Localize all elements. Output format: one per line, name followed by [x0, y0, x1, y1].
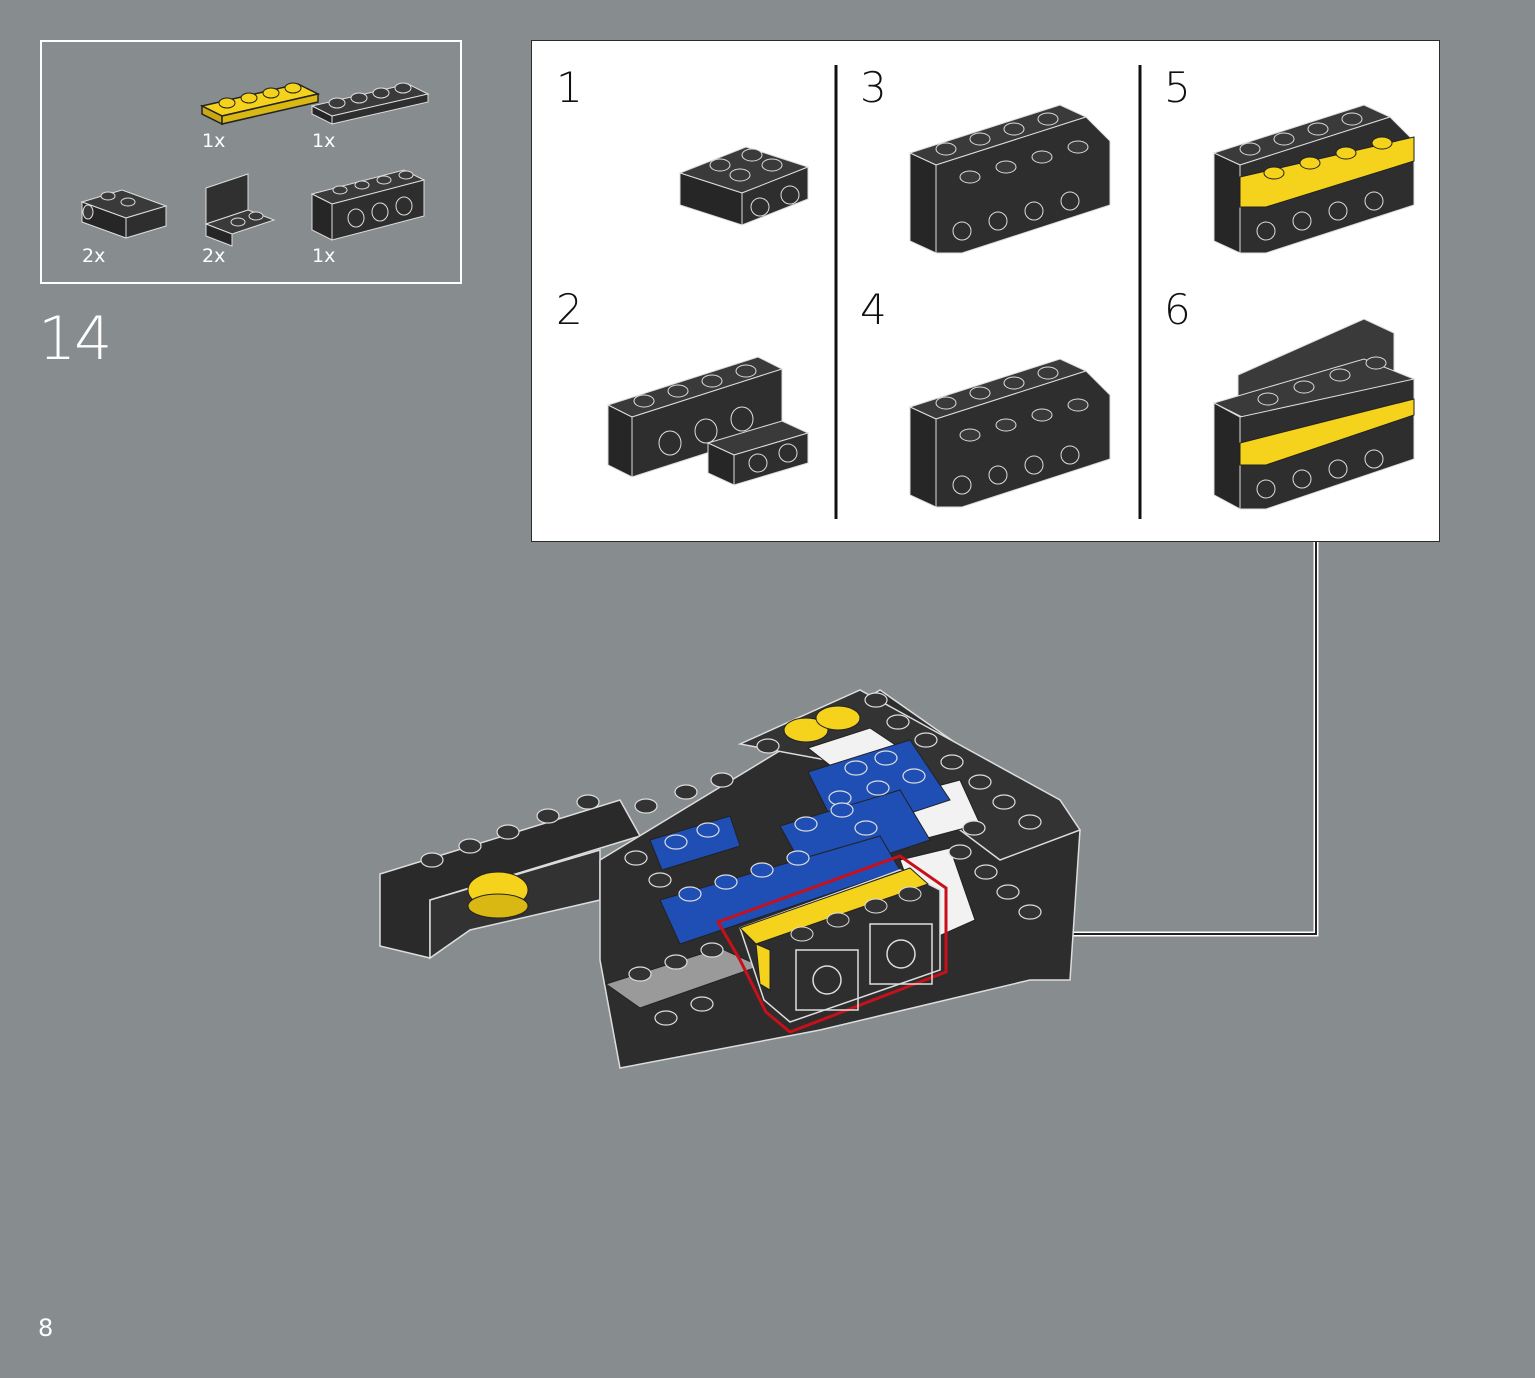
sub-assembly-panel: 1 2 3 4 5 6 [531, 40, 1440, 542]
part-qty-black-plate: 1x [312, 130, 336, 152]
step-number: 14 [38, 304, 112, 374]
page-number: 8 [38, 1314, 54, 1342]
sub-step-1-model [678, 146, 810, 226]
sub-step-6-model [1212, 318, 1416, 510]
black-bracket-icon [204, 173, 276, 247]
sub-assembly-illustrations [606, 65, 1416, 519]
parts-illustrations [80, 82, 430, 247]
sub-step-label-6: 6 [1164, 285, 1191, 334]
yellow-plate-1x4-icon [199, 82, 321, 126]
black-plate-1x4-icon [310, 82, 430, 125]
sub-step-4-model [908, 358, 1111, 508]
part-qty-technic-brick: 1x [312, 245, 336, 267]
connector-line [970, 542, 1317, 935]
car-chassis-model [379, 689, 1082, 1069]
sub-step-3-model [908, 104, 1111, 254]
black-brick-side-studs-icon [80, 189, 168, 239]
part-qty-bracket: 2x [202, 245, 226, 267]
sub-step-label-1: 1 [556, 63, 583, 112]
sub-step-label-4: 4 [860, 285, 887, 334]
sub-step-2-model [606, 356, 810, 486]
part-qty-side-stud-brick: 2x [82, 245, 106, 267]
part-qty-yellow-plate: 1x [202, 130, 226, 152]
sub-step-5-model [1212, 104, 1415, 254]
new-sub-assembly-highlight [715, 854, 948, 1034]
parts-list-box: 1x 1x 2x 2x 1x [40, 40, 462, 284]
sub-step-label-5: 5 [1164, 63, 1191, 112]
sub-step-label-2: 2 [556, 285, 583, 334]
black-technic-brick-icon [310, 169, 426, 241]
sub-step-label-3: 3 [860, 63, 887, 112]
